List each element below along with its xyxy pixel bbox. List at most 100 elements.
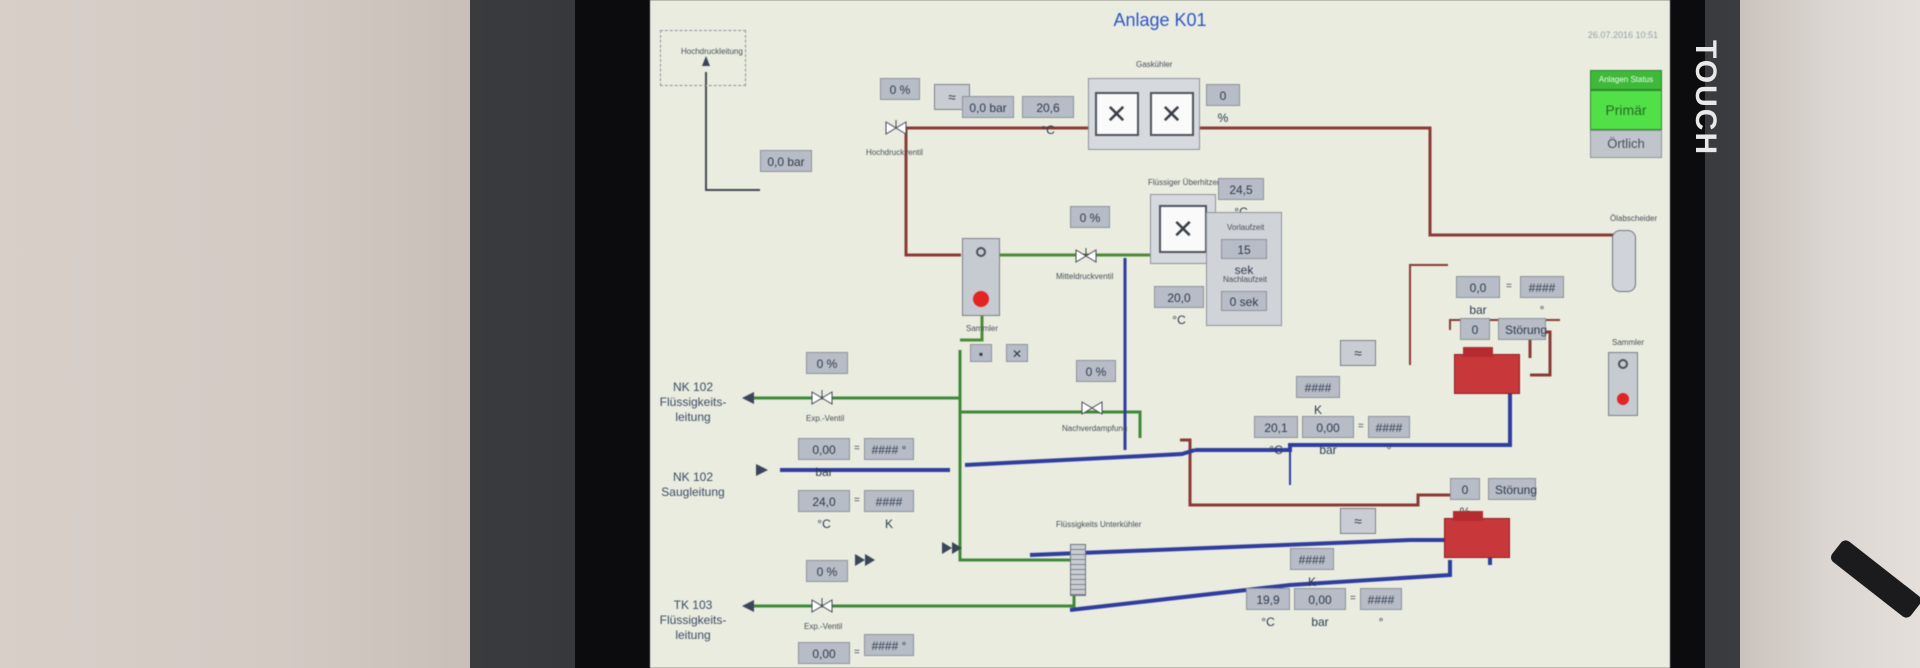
nk-fluid-temp[interactable]: #### ° [864,438,914,460]
hd-valve-pct[interactable]: 0 % [880,78,920,100]
alarm-indicator-icon [1617,393,1629,405]
sammler-knob-icon [976,247,986,257]
gaskuehler-unit[interactable]: ✕ ✕ [1088,78,1200,150]
tk103-fluid-label: TK 103 Flüssigkeits- leitung [659,598,727,642]
comp1-status[interactable]: Störung [1498,318,1547,340]
timer-panel: Vorlaufzeit 15 sek Nachlaufzeit 0 sek [1206,212,1282,326]
nk-valve-pct[interactable]: 0 % [806,352,848,374]
comp1-hash[interactable]: #### K [1296,376,1340,417]
ueberhitzer-label: Flüssiger Überhitzer [1148,178,1220,187]
unterkuehler-label: Flüssigkeits Unterkühler [1056,520,1142,529]
hochdruckventil-label: Hochdruckventil [866,148,923,157]
sammler-vessel[interactable] [962,238,1000,316]
oel-value[interactable]: #### ° [1520,276,1564,317]
pipe-suction-lower [1029,538,1492,565]
equals-sign: = [854,647,860,658]
nk-suction-temp[interactable]: 24,0 °C [798,490,850,531]
fan-icon: ✕ [1094,92,1139,136]
trend-icon[interactable]: ≈ [1340,508,1376,534]
hd-temp[interactable]: 20,6 °C [1022,96,1074,137]
compressor-2[interactable] [1444,511,1510,558]
mitteldruckventil-label: Mitteldruckventil [1056,272,1114,281]
sammler-right-label: Sammler [1612,338,1645,347]
hochdruckleitung-box: Hochdruckleitung [660,30,746,86]
status-panel-header: Anlagen Status [1590,70,1662,90]
hochdruckleitung-label: Hochdruckleitung [681,47,743,56]
md-valve-pct[interactable]: 0 % [1070,206,1110,228]
trend-icon[interactable]: ≈ [1340,340,1376,366]
exp-ventil-1-label: Exp.-Ventil [806,414,845,423]
equals-sign: = [1350,593,1356,604]
nachlaufzeit-label: Nachlaufzeit [1223,275,1268,284]
datetime: 26.07.2016 10:51 [1587,30,1658,40]
page-title: Anlage K01 [1113,10,1207,30]
fan-icon: ✕ [1159,205,1207,253]
tk-valve-pct[interactable]: 0 % [806,560,848,582]
primary-mode-button[interactable]: Primär [1590,90,1662,130]
arrow-hd-up [702,56,710,66]
exp-valve-1-icon[interactable] [810,388,834,408]
hochdruckventil-icon[interactable] [884,118,908,138]
nk102-suction-label: NK 102 Saugleitung [661,470,725,499]
oel-pressure[interactable]: 0,0 bar [1456,276,1500,317]
hd-pressure[interactable]: 0,0 bar [962,96,1014,118]
comp2-hash[interactable]: #### K [1290,548,1334,589]
mitteldruckventil-icon[interactable] [1074,246,1098,266]
gaskuehler-fan-pct[interactable]: 0 % [1206,84,1240,125]
tk-fluid-temp[interactable]: #### ° [864,634,914,656]
comp2-pressure[interactable]: 0,00 bar [1294,588,1346,629]
comp1-pressure[interactable]: 0,00 bar [1302,416,1354,457]
status-panel: Anlagen Status Primär Örtlich [1590,70,1662,170]
hmi-screen: Anlage K01 26.07.2016 10:51 Hochdrucklei… [650,0,1670,668]
sammler-pressure[interactable]: 0,0 bar [760,150,812,172]
nachverdampfung-label: Nachverdampfung [1062,424,1128,433]
arrow-nk-suction [756,464,768,476]
nachlaufzeit-value[interactable]: 0 sek [1221,291,1267,311]
pipe-hot-top [904,126,1615,237]
oelabscheider-vessel[interactable] [1612,230,1636,292]
pipe-nachverd [960,410,1142,438]
unterkuehler-exchanger[interactable] [1070,544,1086,596]
local-mode-button[interactable]: Örtlich [1590,130,1662,158]
wall-right [1740,0,1920,668]
sammler-label: Sammler [966,324,999,333]
oelabscheider-label: Ölabscheider [1610,214,1658,223]
exp-valve-2-icon[interactable] [810,596,834,616]
nk-suction-k[interactable]: #### K [864,490,914,531]
pipe-tk-fluid [750,560,1076,608]
nachverdampfung-valve-icon[interactable] [1080,398,1104,418]
comp1-value[interactable]: #### ° [1368,416,1410,457]
bypass-valve-icon[interactable]: ✕ [1006,344,1028,362]
comp2-pct[interactable]: 0 % [1450,478,1480,519]
equals-sign: = [1506,281,1512,292]
fan-icon: ✕ [1149,92,1194,136]
sammler-right-vessel[interactable] [1608,352,1638,416]
wall-left [0,0,470,668]
comp1-temp[interactable]: 20,1 °C [1254,416,1298,457]
vorlaufzeit-value[interactable]: 15 sek [1221,239,1267,277]
comp2-status[interactable]: Störung [1488,478,1537,500]
equals-sign: = [854,443,860,454]
pipe-nk-fluid [750,350,962,400]
pipe-hot-left [904,226,961,257]
arrow-nk-fluid [742,392,754,404]
compressor-1[interactable] [1454,347,1520,394]
ueberhitzer-temp[interactable]: 20,0 °C [1154,286,1204,327]
tk-fluid-pressure[interactable]: 0,00 bar [798,642,850,664]
equals-sign: = [1358,421,1364,432]
arrow-tk-fluid [742,600,754,612]
nk102-fluid-label: NK 102 Flüssigkeits- leitung [659,380,727,424]
ueberhitzer-unit[interactable]: ✕ [1150,194,1216,264]
sammler-knob-icon [1618,359,1628,369]
vorlaufzeit-label: Vorlaufzeit [1227,223,1265,232]
comp1-pct[interactable]: 0 % [1460,318,1490,359]
equals-sign: = [854,495,860,506]
comp2-value[interactable]: #### ° [1360,588,1402,629]
comp2-temp[interactable]: 19,9 °C [1246,588,1290,629]
pipe-hot-lower [1188,470,1450,507]
nachverd-pct[interactable]: 0 % [1076,360,1116,382]
nk-fluid-pressure[interactable]: 0,00 bar [798,438,850,479]
check-valve-icon[interactable]: ▪ [970,344,992,362]
exp-ventil-2-label: Exp.-Ventil [804,622,843,631]
room-temp[interactable]: 24,5 °C [1218,178,1264,219]
